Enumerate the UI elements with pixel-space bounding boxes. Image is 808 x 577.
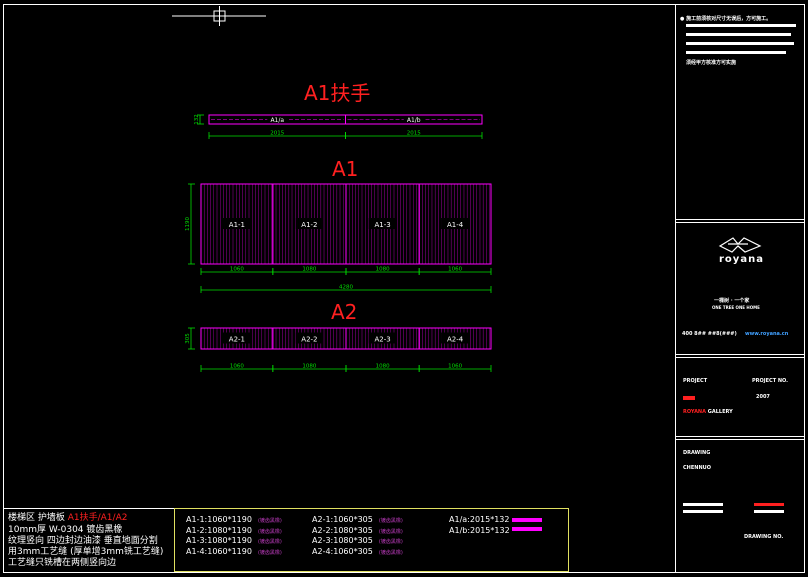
spec-col1-row-4: A1-4:1060*1190 (镀齿黑橡) — [186, 547, 282, 556]
project-name-suffix: GALLERY — [707, 409, 733, 415]
a1-label-2: A1-2 — [301, 221, 317, 229]
spec-material-tag: (镀齿黑橡) — [378, 518, 403, 524]
spec-col3-row-2: A1/b:2015*132 — [449, 526, 510, 535]
note-line-2: 10mm厚 W-0304 镀齿黑橡 — [8, 525, 123, 535]
spec-dimension: A2-4:1060*305 — [312, 546, 373, 556]
spec-col2-row-1: A2-1:1060*305 (镀齿黑橡) — [312, 515, 403, 524]
spec-material-tag: (镀齿黑橡) — [257, 518, 282, 524]
spec-material-tag: (镀齿黑橡) — [257, 539, 282, 545]
spec-col1-row-2: A1-2:1080*1190 (镀齿黑橡) — [186, 526, 282, 535]
handrail-height-dim-label: 132 — [194, 114, 200, 125]
a2-panel-4 — [418, 327, 492, 350]
drawing-frame — [3, 4, 805, 573]
brand-slogan-en: ONE TREE ONE HOME — [712, 305, 760, 310]
spec-col1-row-3: A1-3:1080*1190 (镀齿黑橡) — [186, 536, 282, 545]
tb-note-tail: 须经甲方核准方可实施 — [686, 60, 737, 66]
a1-label-bg-2 — [295, 218, 324, 229]
a1-panel-4 — [418, 183, 492, 265]
spec-material-tag: (镀齿黑橡) — [257, 528, 282, 535]
project-name-red: ROYANA — [683, 409, 706, 415]
handrail-dim-2-label: 2015 — [407, 131, 421, 137]
note-line-5: 工艺缝只铣槽在两侧竖向边 — [8, 558, 117, 568]
a2-label-1: A2-1 — [229, 336, 245, 344]
spec-col3-row-1: A1/a:2015*132 — [449, 515, 509, 524]
spec-material-tag: (镀齿黑橡) — [378, 549, 403, 556]
a1-total-dim-label: 4280 — [339, 285, 353, 291]
a1-dim-2-label: 1080 — [302, 267, 316, 273]
spec-material-tag: (镀齿黑橡) — [257, 549, 282, 556]
tb-note-head: ● 施工前须核对尺寸无误后，方可施工。 — [680, 16, 772, 22]
note-line-1-prefix: 楼梯区 护墙板 — [8, 513, 68, 523]
handrail-label-bg-2 — [403, 116, 424, 123]
spec-dimension: A1-2:1080*1190 — [186, 525, 252, 535]
a1-label-bg-4 — [441, 218, 470, 229]
spec-dimension: A2-2:1080*305 — [312, 525, 373, 535]
a2-label-bg-1 — [222, 332, 251, 344]
drawing-no-label: DRAWING NO. — [744, 534, 784, 540]
title-a1: A1 — [332, 157, 359, 181]
a1-dim-4-label: 1060 — [448, 267, 462, 273]
a2-dim-4-label: 1060 — [448, 364, 462, 370]
a1-label-1: A1-1 — [229, 221, 245, 229]
a2-label-bg-2 — [295, 332, 324, 344]
spec-col1-row-1: A1-1:1060*1190 (镀齿黑橡) — [186, 515, 282, 524]
brand-slogan: 一棵树 · 一个家 — [714, 298, 750, 304]
a2-dim-2-label: 1080 — [302, 364, 316, 370]
brand-web: www.royana.cn — [745, 331, 789, 337]
spec-col2-row-4: A2-4:1060*305 (镀齿黑橡) — [312, 547, 403, 556]
handrail-swatch-1 — [512, 518, 542, 522]
a2-label-bg-4 — [441, 332, 470, 344]
spec-dimension: A1-3:1080*1190 — [186, 536, 252, 545]
handrail-panel-2 — [345, 114, 483, 125]
title-a2: A2 — [331, 300, 358, 324]
project-label: PROJECT — [683, 378, 708, 384]
a1-dim-3-label: 1080 — [376, 267, 390, 273]
drawing-value: CHENNUO — [683, 465, 711, 471]
a2-label-3: A2-3 — [374, 336, 390, 344]
a1-dim-1-label: 1060 — [230, 267, 244, 273]
royana-logo-icon — [718, 237, 762, 253]
handrail-dim-1-label: 2015 — [270, 131, 284, 137]
spec-col2-row-2: A2-2:1080*305 (镀齿黑橡) — [312, 526, 403, 535]
a2-dim-3-label: 1080 — [376, 364, 390, 370]
handrail-label-1: A1/a — [270, 117, 284, 124]
spec-dimension: A1/a:2015*132 — [449, 515, 510, 524]
a2-dim-1-label: 1060 — [230, 364, 244, 370]
note-line-3: 纹理竖向 四边封边油漆 垂直地面分割 — [8, 536, 158, 546]
project-no-value: 2007 — [756, 394, 770, 400]
spec-dimension: A1-4:1060*1190 — [186, 546, 252, 556]
a2-height-dim-label: 305 — [185, 333, 191, 344]
handrail-swatch-2 — [512, 527, 542, 531]
note-line-1-red: A1扶手/A1/A2 — [67, 513, 128, 523]
title-a1-handrail: A1扶手 — [304, 81, 371, 105]
spec-material-tag: (镀齿黑橡) — [378, 539, 403, 545]
a1-label-4: A1-4 — [447, 221, 464, 229]
note-line-4: 用3mm工艺缝 (厚单增3mm铣工艺缝) — [8, 547, 164, 557]
brand-phone: 400 8## ##8(###) — [682, 331, 737, 337]
a1-label-3: A1-3 — [374, 221, 390, 229]
drawing-label: DRAWING — [683, 450, 711, 456]
spec-col2-row-3: A2-3:1080*305 (镀齿黑橡) — [312, 536, 403, 545]
note-line-1: 楼梯区 护墙板 A1扶手/A1/A2 — [8, 513, 127, 524]
a2-label-2: A2-2 — [301, 336, 317, 344]
handrail-label-2: A1/b — [407, 117, 421, 124]
spec-material-tag: (镀齿黑橡) — [378, 528, 403, 535]
handrail-label-bg-1 — [267, 116, 288, 123]
a1-label-bg-1 — [222, 218, 251, 229]
a2-label-bg-3 — [368, 332, 397, 344]
spec-table-border — [174, 508, 569, 572]
spec-dimension: A1/b:2015*132 — [449, 525, 510, 535]
title-block — [675, 5, 804, 572]
brand-name: royana — [719, 254, 764, 265]
a2-label-4: A2-4 — [447, 336, 464, 344]
spec-dimension: A2-1:1060*305 — [312, 515, 373, 524]
a1-height-dim-label: 1190 — [185, 217, 191, 231]
spec-dimension: A2-3:1080*305 — [312, 536, 373, 545]
a1-label-bg-3 — [368, 218, 397, 229]
spec-dimension: A1-1:1060*1190 — [186, 515, 252, 524]
project-name: ROYANA GALLERY — [683, 409, 733, 415]
project-no-label: PROJECT NO. — [752, 378, 789, 384]
